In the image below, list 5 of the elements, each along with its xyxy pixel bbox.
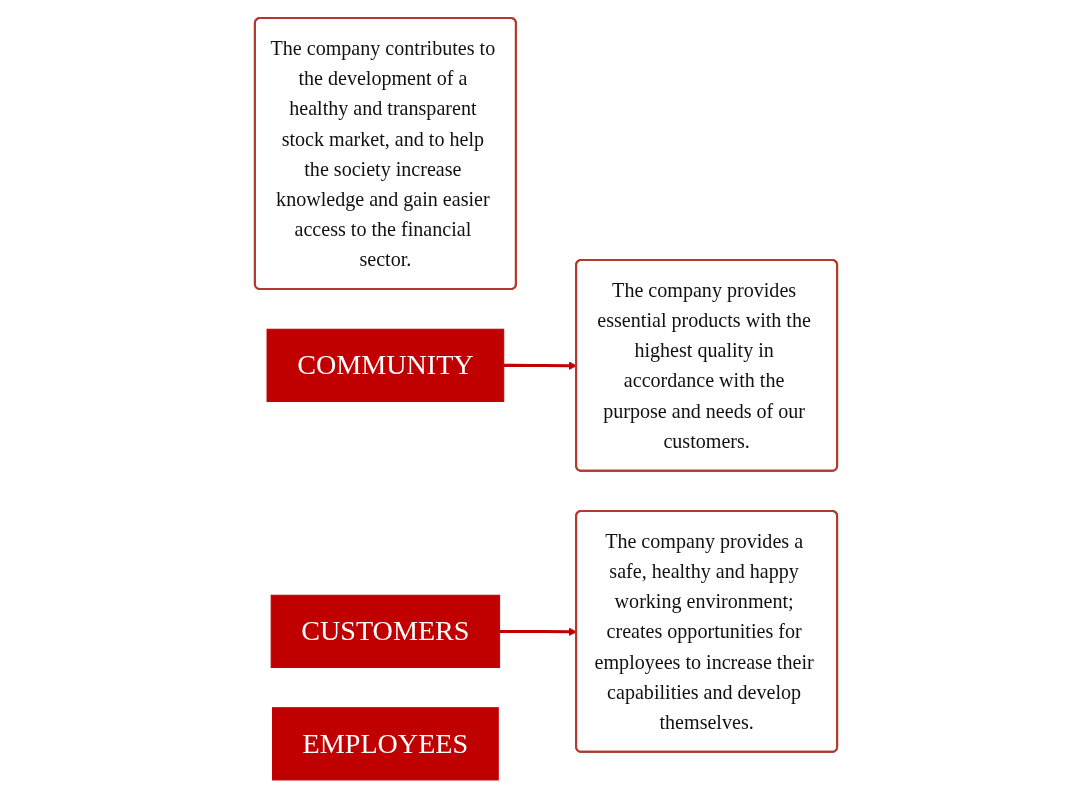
node-box: EMPLOYEES: [272, 707, 499, 781]
node-box: CUSTOMERS: [270, 594, 501, 669]
node-box: COMMUNITY: [266, 328, 505, 402]
arrow: [503, 361, 577, 371]
arrow: [499, 627, 577, 637]
